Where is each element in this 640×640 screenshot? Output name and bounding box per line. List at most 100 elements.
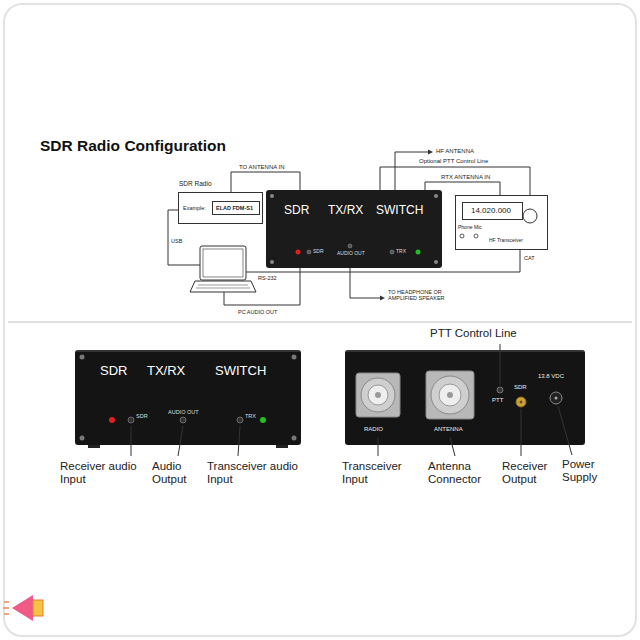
connector-label: PTT <box>492 397 503 404</box>
signal-label: PC AUDIO OUT <box>238 309 277 315</box>
ptt-jack <box>497 387 503 393</box>
edge-label: Optional PTT Control Line <box>418 158 489 165</box>
audio-jack <box>348 244 352 248</box>
dc-pin <box>555 397 558 400</box>
screw <box>80 355 85 360</box>
jack-label: SDR <box>136 413 148 419</box>
front-panel: SDRTX/RXSWITCHSDRAUDIO OUTTRX <box>75 350 304 445</box>
callout-label: Transceiver Input <box>342 460 420 486</box>
edge-label: TO ANTENNA IN <box>238 164 286 171</box>
badge-dash <box>4 601 9 603</box>
arrow-head <box>380 296 385 301</box>
frequency-display: 14.020.000 <box>462 202 523 220</box>
leader-line <box>521 409 522 456</box>
leader-line <box>450 437 455 456</box>
arrow-head <box>428 150 433 155</box>
audio-jack <box>180 417 186 423</box>
box-text: Example: <box>183 205 206 211</box>
green-led <box>416 250 421 255</box>
audio-jack <box>237 417 243 423</box>
connector-line <box>231 172 300 192</box>
callout-label: Antenna Connector <box>428 460 498 486</box>
divider-line <box>8 322 632 323</box>
signal-label: HF ANTENNA <box>436 148 474 155</box>
panel-title: SDR <box>284 204 309 218</box>
back-panel: RADIOANTENNAPTTSDR13.8 VDC <box>345 350 588 445</box>
leader-line <box>500 344 501 385</box>
laptop-display <box>203 249 243 277</box>
jack-label: SDR <box>313 249 324 255</box>
box-heading: SDR Radio <box>179 180 212 187</box>
badge-dash <box>4 613 9 615</box>
phone-jack <box>460 234 464 238</box>
jack-label: TRX <box>396 249 406 255</box>
connector-label: ANTENNA <box>434 426 463 433</box>
signal-label: USB <box>171 238 182 244</box>
jack-label: TRX <box>245 413 256 419</box>
panel-edge <box>346 351 584 352</box>
red-led <box>296 250 301 255</box>
audio-jack <box>128 417 134 423</box>
screw <box>292 436 297 441</box>
screw <box>80 436 85 441</box>
megaphone-icon <box>12 595 33 621</box>
screw <box>434 194 438 198</box>
model-name: ELAD FDM-S1 <box>216 205 253 211</box>
so239-socket <box>439 384 461 406</box>
pc-audio-wire <box>224 268 300 305</box>
laptop-keys <box>196 288 250 289</box>
screw <box>434 260 438 264</box>
callout-label: Transceiver audio Input <box>207 460 307 486</box>
megaphone-icon <box>33 600 43 616</box>
edge-label: RTX ANTENNA IN <box>440 174 491 181</box>
leader-line <box>131 426 132 456</box>
so239-pin <box>447 392 453 398</box>
so239-socket <box>368 385 388 405</box>
model-box: ELAD FDM-S1 <box>212 201 260 215</box>
back-panel-body <box>345 350 585 445</box>
cat-wire <box>246 250 520 272</box>
so239-flange <box>356 373 400 417</box>
panel-title: TX/RX <box>147 364 185 379</box>
callout-label: Receiver audio Input <box>60 460 146 486</box>
callout-label: Receiver Output <box>502 460 560 486</box>
laptop-keys <box>198 285 248 286</box>
red-led <box>109 417 115 423</box>
signal-label: RS-232 <box>258 275 277 281</box>
page-frame <box>4 4 636 636</box>
sma-connector <box>516 397 526 407</box>
screw <box>270 194 274 198</box>
usb-wire <box>168 210 200 265</box>
green-led <box>260 417 266 423</box>
screw <box>292 355 297 360</box>
audio-jack <box>390 250 394 254</box>
callout-label: PTT Control Line <box>430 327 517 340</box>
jack-label: AUDIO OUT <box>168 409 199 415</box>
leader-line <box>238 426 240 456</box>
laptop-base <box>190 281 256 292</box>
foot <box>88 445 100 448</box>
connector-label: 13.8 VDC <box>538 373 564 380</box>
panel-title: SWITCH <box>376 204 423 218</box>
jack-label: Mic <box>474 225 482 231</box>
panel-edge <box>76 351 300 352</box>
panel-title: SDR <box>100 364 127 379</box>
jack-label: Phone <box>458 225 472 231</box>
transceiver-box: PhoneMicHF Transceiver14.020.000 <box>455 195 548 250</box>
audio-jack <box>307 250 311 254</box>
badge-dash <box>3 607 9 609</box>
frequency-readout: 14.020.000 <box>463 206 519 215</box>
so239-flange <box>426 371 474 419</box>
switch-box: SDRTX/RXSWITCHSDRAUDIO OUTTRX <box>266 190 445 268</box>
jack-label: AUDIO OUT <box>337 251 365 257</box>
connector-line <box>380 167 530 195</box>
sma-pin <box>520 401 523 404</box>
leader-line <box>558 406 572 455</box>
screw <box>270 260 274 264</box>
connector-line <box>425 182 500 195</box>
signal-label: CAT <box>524 255 535 261</box>
front-panel-body <box>75 350 301 445</box>
